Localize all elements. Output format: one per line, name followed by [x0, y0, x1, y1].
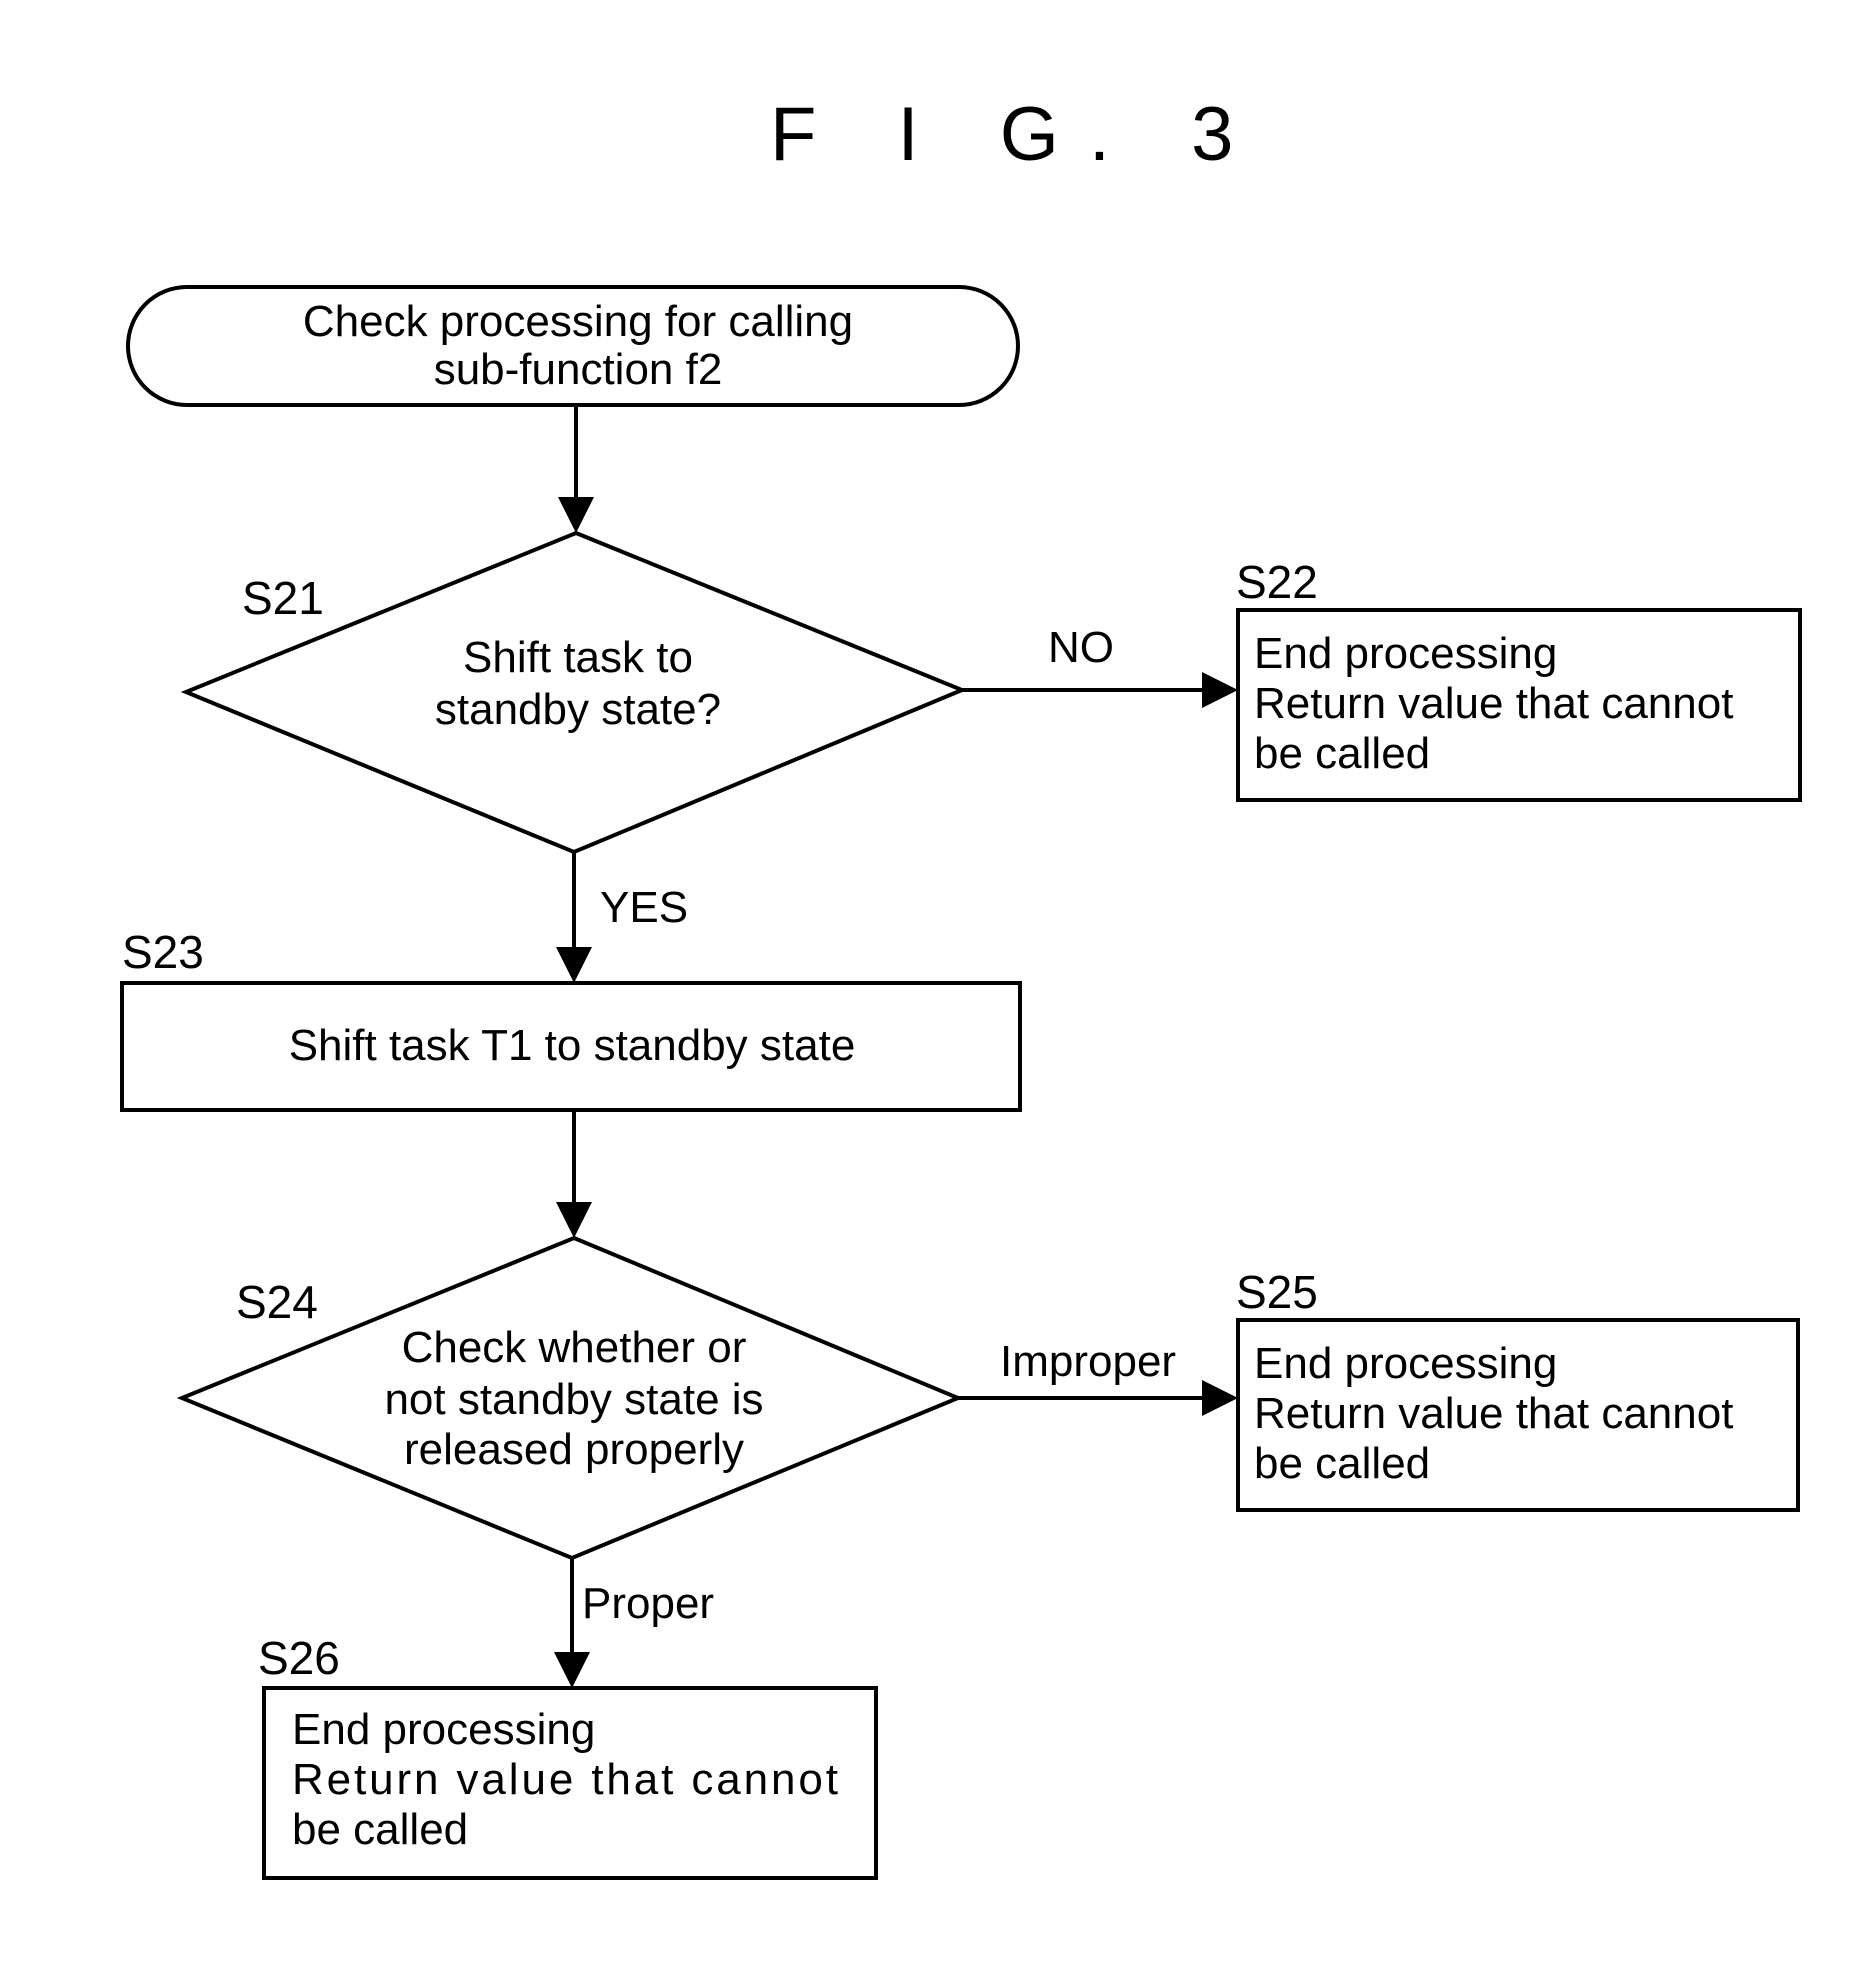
process-s26-line-1: End processing — [292, 1705, 595, 1754]
step-label-s25: S25 — [1236, 1266, 1318, 1318]
step-label-s23: S23 — [122, 926, 204, 978]
start-terminal-line-2: sub-function f2 — [434, 345, 723, 394]
edge-label-improper: Improper — [1000, 1337, 1176, 1386]
process-s26-line-2: Return value that cannot — [292, 1755, 838, 1804]
step-label-s26: S26 — [258, 1632, 340, 1684]
decision-s21-line-1: Shift task to — [463, 633, 693, 682]
process-s22-line-3: be called — [1254, 729, 1430, 778]
process-s22-line-2: Return value that cannot — [1254, 679, 1733, 728]
figure-title: F I G. 3 — [770, 92, 1263, 177]
decision-s21-line-2: standby state? — [435, 685, 721, 734]
edge-label-proper: Proper — [582, 1579, 714, 1628]
edge-label-yes: YES — [600, 883, 688, 932]
arrowhead-s23-to-s24 — [556, 1202, 592, 1238]
process-s22-line-1: End processing — [1254, 629, 1557, 678]
arrowhead-s24-to-s25 — [1202, 1380, 1238, 1416]
arrowhead-s24-to-s26 — [554, 1652, 590, 1688]
process-s23-line-1: Shift task T1 to standby state — [289, 1021, 856, 1070]
start-terminal-line-1: Check processing for calling — [303, 297, 853, 346]
arrowhead-s21-to-s23 — [556, 947, 592, 983]
arrowhead-start-to-s21 — [558, 497, 594, 533]
step-label-s21: S21 — [242, 572, 324, 624]
step-label-s24: S24 — [236, 1276, 318, 1328]
process-s25-line-1: End processing — [1254, 1339, 1557, 1388]
arrowhead-s21-to-s22 — [1202, 672, 1238, 708]
decision-s24-line-3: released properly — [404, 1425, 744, 1474]
decision-s24-line-1: Check whether or — [402, 1323, 747, 1372]
decision-s24-line-2: not standby state is — [384, 1375, 763, 1424]
edge-label-no: NO — [1048, 623, 1114, 672]
process-s25-line-2: Return value that cannot — [1254, 1389, 1733, 1438]
process-s26-line-3: be called — [292, 1805, 468, 1854]
process-s25-line-3: be called — [1254, 1439, 1430, 1488]
step-label-s22: S22 — [1236, 556, 1318, 608]
